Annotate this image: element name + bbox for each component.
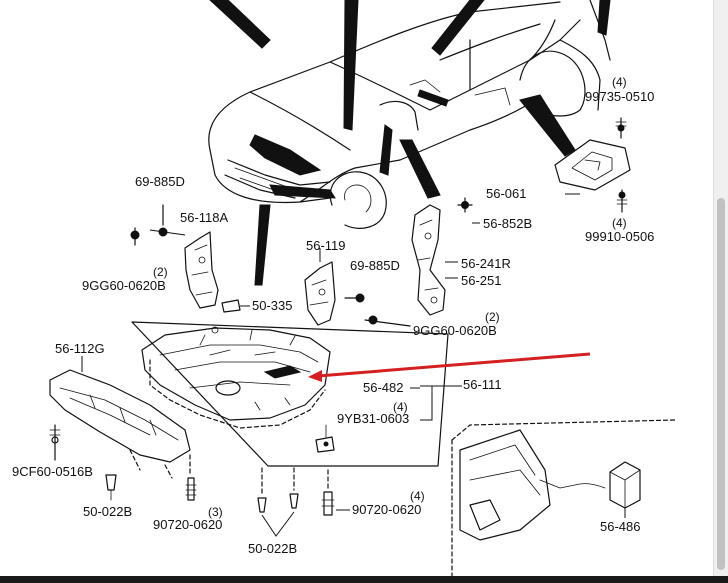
window-bottom-edge <box>0 576 728 583</box>
label-90720-0620-left: 90720-0620 <box>153 517 222 532</box>
label-99735-0510: 99735-0510 <box>585 89 654 104</box>
vehicle-illustration <box>208 0 611 286</box>
vertical-scrollbar[interactable] <box>713 0 728 576</box>
label-90720-0620-right: 90720-0620 <box>352 502 421 517</box>
label-56-112g: 56-112G <box>55 341 105 356</box>
label-9gg60-0620b-right: 9GG60-0620B <box>413 323 497 338</box>
label-9yb31-0603: 9YB31-0603 <box>337 411 409 426</box>
label-99910-qty: (4) <box>612 216 627 230</box>
label-50-335: 50-335 <box>252 298 292 313</box>
scrollbar-thumb[interactable] <box>717 198 725 570</box>
label-56-111: 56-111 <box>463 377 502 392</box>
label-50-022b-center: 50-022B <box>248 541 297 556</box>
label-9gg60-0620b-left: 9GG60-0620B <box>82 278 166 293</box>
label-56-482: 56-482 <box>363 380 403 395</box>
part-labels: 56-061 56-852B (4) 99735-0510 (4) 99910-… <box>12 75 654 556</box>
label-56-118a: 56-118A <box>180 210 229 225</box>
label-9yb31-qty: (4) <box>393 400 408 414</box>
label-90720-left-qty: (3) <box>208 505 223 519</box>
highlight-arrow <box>308 352 591 382</box>
label-56-241r: 56-241R <box>461 256 511 271</box>
part-56-118a-bracket <box>130 204 219 309</box>
rear-inset <box>451 419 676 576</box>
lower-fasteners <box>105 454 350 537</box>
label-56-852b: 56-852B <box>483 216 532 231</box>
label-69-885d-left: 69-885D <box>135 174 185 189</box>
label-56-251: 56-251 <box>461 273 501 288</box>
label-69-885d-center: 69-885D <box>350 258 400 273</box>
label-9gg60-right-qty: (2) <box>485 310 500 324</box>
part-56-119-bracket <box>221 248 411 327</box>
part-56-241r-bracket <box>411 204 458 316</box>
label-50-022b-left: 50-022B <box>83 504 132 519</box>
label-9gg60-left-qty: (2) <box>153 265 168 279</box>
label-99735-qty: (4) <box>612 75 627 89</box>
part-56-061-group <box>457 117 631 224</box>
label-56-486: 56-486 <box>600 519 640 534</box>
label-90720-right-qty: (4) <box>410 489 425 503</box>
label-99910-0506: 99910-0506 <box>585 229 654 244</box>
label-56-119: 56-119 <box>306 238 346 253</box>
parts-diagram: 56-061 56-852B (4) 99735-0510 (4) 99910-… <box>12 0 676 576</box>
part-56-112g-cover <box>49 356 191 479</box>
label-9cf60-0516b: 9CF60-0516B <box>12 464 93 479</box>
label-56-061: 56-061 <box>486 186 526 201</box>
main-undercover-assembly <box>131 321 462 467</box>
